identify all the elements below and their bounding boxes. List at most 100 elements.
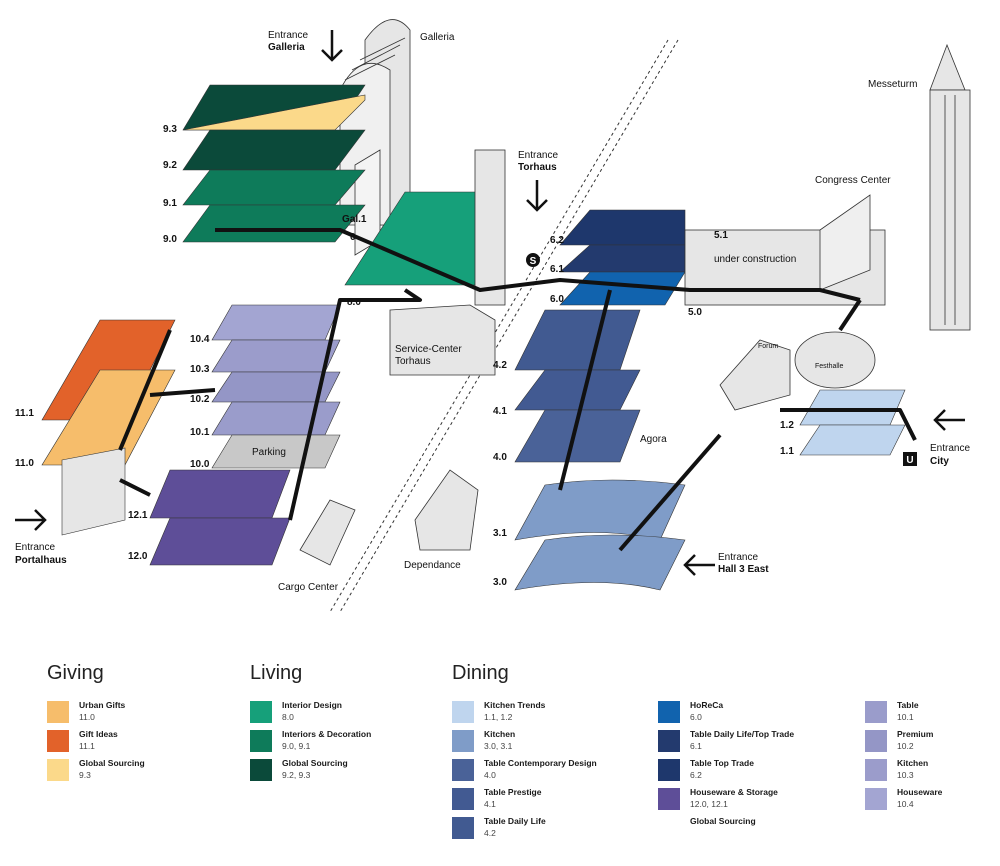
color-swatch: [452, 788, 474, 810]
entrance-torhaus-name: Torhaus: [518, 162, 557, 173]
entrance-arrows: [15, 30, 965, 576]
color-swatch: [47, 730, 69, 752]
forum-label: Forum: [758, 343, 778, 350]
legend-item: Kitchen Trends 1.1, 1.2: [452, 700, 642, 728]
hall-12-0[interactable]: [149, 517, 291, 566]
service-center-building: [389, 304, 496, 376]
hall-label-9-2: 9.2: [163, 160, 177, 171]
arrow-city-icon: [933, 409, 965, 431]
parking-label: Parking: [252, 447, 286, 458]
hall-label-12-0: 12.0: [128, 551, 148, 562]
legend-item: Gift Ideas 11.1: [47, 729, 237, 757]
svg-text:S: S: [530, 256, 537, 267]
svg-text:U: U: [906, 455, 913, 466]
hall-6-2[interactable]: [559, 209, 686, 246]
festhalle-label: Festhalle: [815, 363, 844, 370]
hall-3-0[interactable]: [514, 534, 686, 591]
torhaus-tower: [474, 149, 506, 306]
service-center-torhaus-label: Torhaus: [395, 356, 431, 367]
hall-label-10-2: 10.2: [190, 394, 210, 405]
hall-label-11-1: 11.1: [15, 408, 34, 419]
hall-4-1[interactable]: [514, 369, 641, 411]
hall-4-stack: [514, 309, 641, 463]
hall-label-4-1: 4.1: [493, 406, 507, 417]
hall-3-stack: [514, 479, 686, 591]
color-swatch: [250, 759, 272, 781]
hall-1-2[interactable]: [799, 389, 906, 426]
color-swatch: [658, 788, 680, 810]
hall-10-stack: [211, 304, 341, 469]
hall-label-5-0: 5.0: [688, 307, 702, 318]
legend-item: Kitchen 10.3: [865, 758, 1000, 786]
hall-4-2[interactable]: [514, 309, 641, 371]
hall-label-6-1: 6.1: [550, 264, 564, 275]
hall-3-1[interactable]: [514, 479, 686, 541]
hall-12-1[interactable]: [149, 469, 291, 519]
railway-track: [329, 39, 679, 613]
dependance-label: Dependance: [404, 560, 461, 571]
hall-label-4-2: 4.2: [493, 360, 507, 371]
hall-9-0[interactable]: [182, 204, 366, 243]
galleria-label: Galleria: [420, 32, 455, 43]
hall-4-0[interactable]: [514, 409, 641, 463]
forum-building: [719, 339, 791, 411]
legend-giving-title: Giving: [47, 662, 104, 684]
entrance-torhaus-word: Entrance: [518, 150, 558, 161]
service-center-label: Service-Center: [395, 344, 462, 355]
hall-1-stack: [799, 389, 906, 456]
entrance-hall3east-name: Hall 3 East: [718, 564, 769, 575]
color-swatch: [865, 788, 887, 810]
hall-label-10-3: 10.3: [190, 364, 210, 375]
hall-label-gal-0: 0: [350, 232, 356, 243]
hall-11-stack: [41, 319, 176, 536]
legend-item: Global Sourcing: [690, 816, 756, 826]
cargo-center-building: [299, 499, 356, 566]
messeturm-tower: [929, 43, 971, 331]
hall-label-gal-1: Gal.1: [342, 214, 367, 225]
hall-6-0[interactable]: [559, 271, 686, 306]
hall-label-11-0: 11.0: [15, 458, 34, 469]
hall-label-10-4: 10.4: [190, 334, 210, 345]
legend-item: Table Contemporary Design 4.0: [452, 758, 642, 786]
hall-9-stack: [182, 84, 366, 243]
walkway-network: [118, 228, 917, 552]
fairground-map: S U Entrance Galleria Entrance Torhaus E…: [15, 19, 971, 613]
hall-9-1[interactable]: [182, 169, 366, 206]
color-swatch: [452, 730, 474, 752]
arrow-hall3east-icon: [683, 554, 715, 576]
hall-label-6-2: 6.2: [550, 235, 564, 246]
hall-label-12-1: 12.1: [128, 510, 148, 521]
entrance-city-word: Entrance: [930, 443, 970, 454]
hall-12-stack: [149, 469, 291, 566]
legend-item: Houseware & Storage 12.0, 12.1: [658, 787, 848, 815]
u-bahn-icon: [903, 452, 917, 466]
legend-item: Table Daily Life/Top Trade 6.1: [658, 729, 848, 757]
hall-1-1[interactable]: [799, 424, 906, 456]
hall-label-3-1: 3.1: [493, 528, 507, 539]
color-swatch: [47, 701, 69, 723]
agora-label: Agora: [640, 434, 667, 445]
dependance-building: [414, 469, 479, 551]
legend-living-title: Living: [250, 662, 303, 684]
entrance-portalhaus-name: Portalhaus: [15, 555, 67, 566]
hall-label-9-0: 9.0: [163, 234, 177, 245]
hall-label-9-1: 9.1: [163, 198, 177, 209]
color-swatch: [47, 759, 69, 781]
hall-label-9-3: 9.3: [163, 124, 177, 135]
color-swatch: [452, 701, 474, 723]
hall-9-2[interactable]: [182, 129, 366, 171]
hall-6-1[interactable]: [559, 244, 686, 273]
hall-10-3[interactable]: [211, 339, 341, 373]
hall-label-10-0: 10.0: [190, 459, 210, 470]
entrance-city-name: City: [930, 456, 949, 467]
entrance-portalhaus-word: Entrance: [15, 542, 55, 553]
hall-10-4[interactable]: [211, 304, 341, 341]
legend-item: Interiors & Decoration 9.0, 9.1: [250, 729, 440, 757]
congress-center-label: Congress Center: [815, 175, 891, 186]
legend-item: Global Sourcing 9.3: [47, 758, 237, 786]
messeturm-label: Messeturm: [868, 79, 917, 90]
hall-10-1[interactable]: [211, 401, 341, 436]
arrow-galleria-icon: [321, 30, 343, 62]
arrow-torhaus-icon: [526, 180, 548, 212]
legend-item: Urban Gifts 11.0: [47, 700, 237, 728]
